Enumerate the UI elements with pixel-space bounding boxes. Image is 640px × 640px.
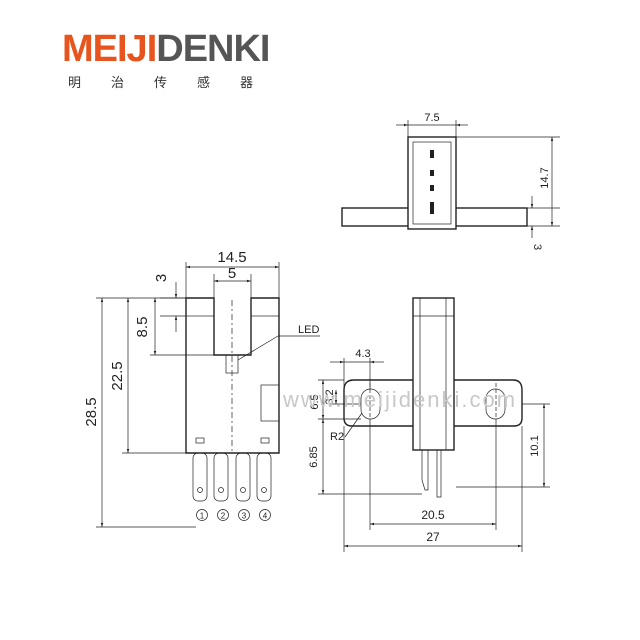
front-body bbox=[185, 297, 280, 454]
dim-hole-spacing: 20.5 bbox=[421, 508, 445, 522]
dim-total-height: 28.5 bbox=[83, 397, 100, 426]
logo-wordmark: MEIJIDENKI bbox=[62, 30, 283, 68]
led-label: LED bbox=[298, 324, 319, 336]
side-lead bbox=[436, 450, 442, 498]
dim-hole-offset: 4.3 bbox=[355, 348, 370, 360]
logo-meiji: MEIJI bbox=[62, 28, 157, 70]
top-view-mark bbox=[430, 170, 434, 176]
top-view-mark bbox=[430, 185, 434, 191]
pin-3: 3 bbox=[242, 512, 247, 521]
dim-top-width: 7.5 bbox=[424, 112, 439, 124]
mount-hole-right bbox=[485, 388, 506, 420]
pin-1: 1 bbox=[200, 512, 205, 521]
dim-lower-height: 6.85 bbox=[308, 446, 320, 467]
led-element bbox=[225, 354, 239, 374]
dim-top-height: 14.7 bbox=[539, 167, 551, 188]
logo-denki: DENKI bbox=[156, 28, 270, 70]
brand-logo: MEIJIDENKI 明治传感器 bbox=[62, 30, 283, 91]
top-view-mark bbox=[430, 202, 434, 214]
pin-2: 2 bbox=[221, 512, 226, 521]
dim-slot-depth: 8.5 bbox=[134, 317, 151, 338]
dim-side-height: 10.1 bbox=[529, 435, 541, 456]
dim-slot-width: 5 bbox=[228, 265, 236, 282]
top-view: 7.5 14.7 3 bbox=[341, 112, 560, 250]
side-lead bbox=[421, 450, 429, 491]
side-housing bbox=[412, 297, 455, 451]
radius-label: R2 bbox=[330, 431, 344, 443]
top-view-inner bbox=[412, 141, 452, 225]
side-view: 4.3 6.5 3.2 R2 6.85 20.5 27 10.1 bbox=[308, 297, 550, 552]
dim-top-flange: 3 bbox=[531, 244, 543, 250]
dim-front-width: 14.5 bbox=[217, 249, 246, 266]
dim-top-offset: 3 bbox=[153, 274, 170, 282]
dim-hole-height: 6.5 bbox=[309, 394, 321, 409]
pins bbox=[192, 452, 272, 502]
dim-total-width: 27 bbox=[426, 530, 440, 544]
pin-labels: 1 2 3 4 bbox=[196, 509, 271, 521]
pin-4: 4 bbox=[263, 512, 268, 521]
dim-hole-center: 3.2 bbox=[324, 389, 336, 404]
dim-body-height: 22.5 bbox=[109, 361, 126, 390]
front-view: 1 2 3 4 LED 14.5 5 3 8.5 22.5 bbox=[83, 249, 320, 528]
logo-subtitle: 明治传感器 bbox=[68, 76, 284, 91]
top-view-mark bbox=[430, 150, 434, 158]
watermark-text: www.meijidenki.com bbox=[282, 387, 517, 412]
